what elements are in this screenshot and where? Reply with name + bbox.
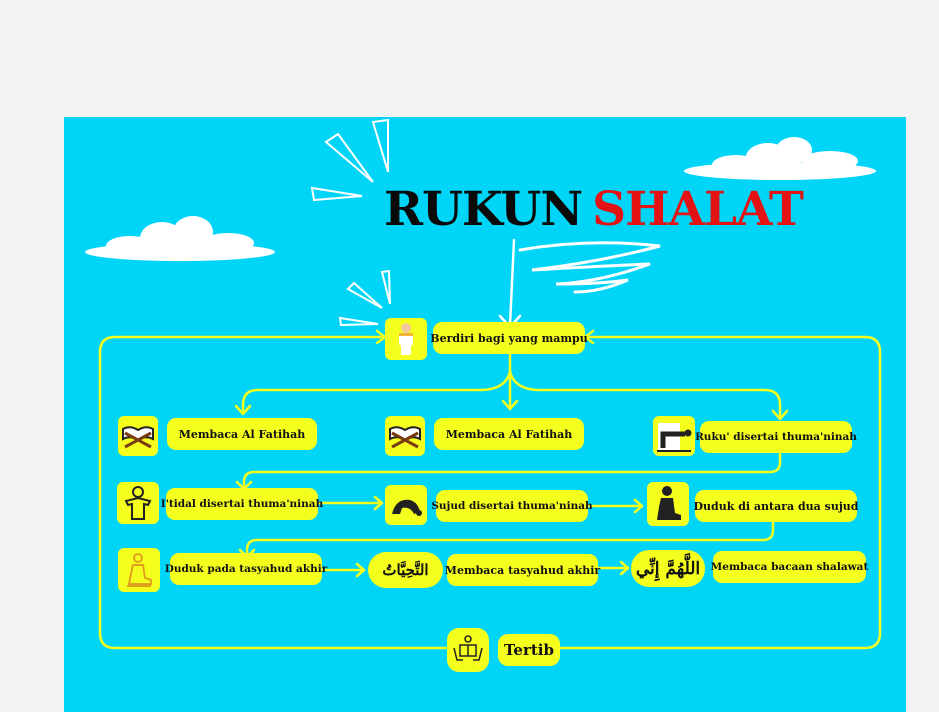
node-fatihah-mid: Membaca Al Fatihah xyxy=(434,418,584,450)
node-sujud: Sujud disertai thuma'ninah xyxy=(431,490,593,522)
diagram-canvas xyxy=(64,117,906,712)
allahumma-arabic-text: اللَّهُمَّ إِنِّي xyxy=(631,550,705,587)
quran-stand-icon xyxy=(118,416,158,456)
node-tasyahud: Membaca tasyahud akhir xyxy=(445,554,600,586)
quran-stand-icon xyxy=(385,416,425,456)
node-itidal: I'tidal disertai thuma'ninah xyxy=(161,488,323,520)
node-berdiri: Berdiri bagi yang mampu xyxy=(430,322,588,354)
node-tertib: Tertib xyxy=(498,634,560,666)
people-reading-icon xyxy=(447,628,489,672)
standing-person-icon xyxy=(385,318,427,360)
node-duduk-tasyahud: Duduk pada tasyahud akhir xyxy=(165,553,327,585)
ruku-person-icon xyxy=(653,416,695,456)
title-word-rukun: RUKUN xyxy=(384,182,583,237)
tasyahud-person-icon xyxy=(118,548,160,592)
tahiyat-arabic-text: التَّحِيَّاتُ xyxy=(368,552,443,588)
standing-man-icon xyxy=(117,482,159,524)
node-shalawat: Membaca bacaan shalawat xyxy=(711,551,868,583)
node-fatihah-left: Membaca Al Fatihah xyxy=(167,418,317,450)
node-ruku: Ruku' disertai thuma'ninah xyxy=(695,421,857,453)
sujud-person-icon xyxy=(385,485,427,525)
title-word-shalat: SHALAT xyxy=(592,182,804,237)
sitting-person-icon xyxy=(647,482,689,526)
node-duduk-antara-sujud: Duduk di antara dua sujud xyxy=(694,490,858,522)
